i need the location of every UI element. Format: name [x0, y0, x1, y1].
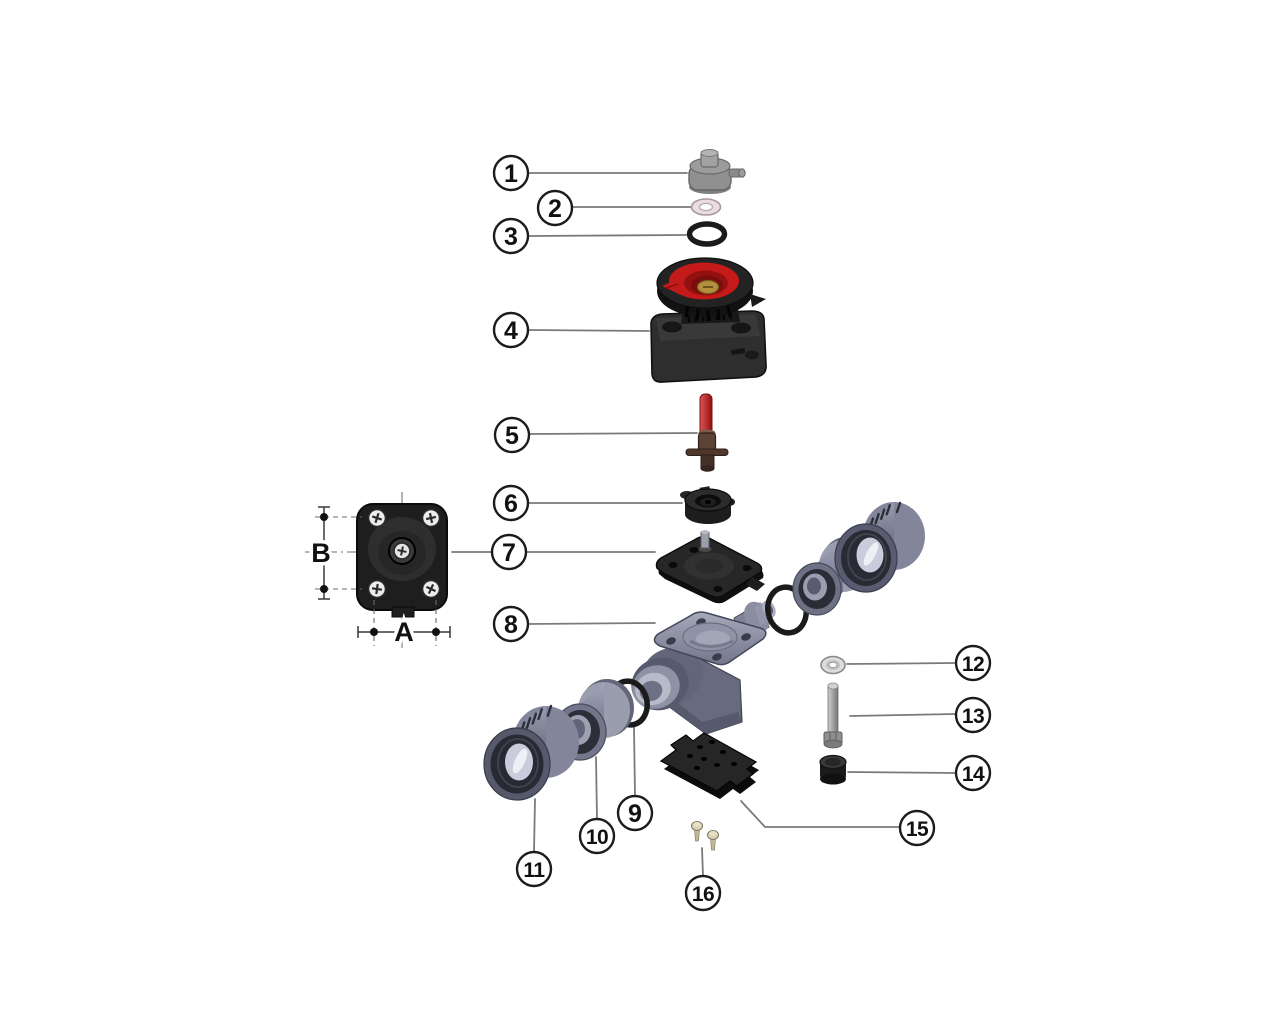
svg-text:9: 9: [628, 800, 642, 828]
corner-screw-icon: [421, 508, 441, 528]
leader-line-15: [740, 800, 900, 828]
svg-text:13: 13: [962, 705, 984, 728]
leader-lines: [451, 172, 957, 877]
svg-text:16: 16: [692, 883, 714, 906]
svg-text:4: 4: [504, 317, 518, 345]
svg-text:14: 14: [962, 763, 985, 786]
leader-line-11: [533, 798, 536, 853]
svg-text:15: 15: [906, 818, 929, 841]
callout-7: 7: [490, 533, 528, 571]
part-stem: [685, 393, 729, 472]
leader-line-5: [528, 432, 698, 435]
callout-1: 1: [492, 154, 530, 192]
part-diaphragm: [655, 530, 765, 604]
svg-text:12: 12: [962, 653, 984, 676]
callout-14: 14: [954, 754, 992, 792]
svg-text:2: 2: [548, 195, 562, 223]
diaphragm-stud: [700, 531, 710, 549]
corner-screw-icon: [367, 508, 387, 528]
callout-6: 6: [492, 484, 530, 522]
svg-text:11: 11: [523, 859, 545, 882]
callout-5: 5: [493, 416, 531, 454]
part-washer-top: [690, 198, 722, 216]
dimension-label-a: A: [394, 617, 414, 647]
bottom-tab: [391, 606, 415, 618]
leader-line-9: [633, 726, 636, 797]
callout-2: 2: [536, 189, 574, 227]
dimension-line-b: [318, 506, 330, 600]
leader-line-16: [701, 847, 704, 877]
part-handwheel-bonnet: [650, 257, 767, 383]
callout-15: 15: [898, 809, 936, 847]
leader-line-8: [527, 622, 656, 625]
leader-line-12: [846, 662, 957, 665]
dimension-dot: [432, 628, 440, 636]
callout-11: 11: [515, 850, 553, 888]
callout-8: 8: [492, 605, 530, 643]
part-screws: [691, 821, 719, 851]
corner-screw-icon: [421, 579, 441, 599]
callout-12: 12: [954, 644, 992, 682]
svg-text:8: 8: [504, 611, 518, 639]
svg-text:3: 3: [504, 223, 518, 251]
svg-text:1: 1: [504, 160, 518, 188]
dimension-dot: [320, 585, 328, 593]
callout-3: 3: [492, 217, 530, 255]
leader-line-10: [595, 756, 598, 820]
corner-screw-icon: [367, 579, 387, 599]
callout-9: 9: [616, 794, 654, 832]
svg-text:6: 6: [504, 490, 518, 518]
svg-text:7: 7: [502, 539, 516, 567]
svg-text:5: 5: [505, 422, 519, 450]
part-washer-12: [820, 655, 846, 675]
callouts: 1 2 3 4 5 6 7 8 9 10 11 12 13 14 15 16: [490, 154, 992, 912]
part-compressor: [680, 486, 735, 524]
part-union-nut-right: [834, 501, 925, 593]
center-screw-icon: [393, 542, 411, 560]
callout-10: 10: [578, 817, 616, 855]
part-protection-cap: [819, 754, 847, 785]
dimension-label-b: B: [311, 538, 331, 568]
part-mounting-plate: [659, 732, 759, 799]
part-union-nut-11: [483, 704, 579, 801]
callout-16: 16: [684, 874, 722, 912]
leader-line-14: [847, 771, 957, 774]
leader-line-13: [849, 713, 957, 717]
callout-4: 4: [492, 311, 530, 349]
leader-line-4: [527, 329, 650, 332]
callout-13: 13: [954, 696, 992, 734]
leader-line-3: [527, 234, 687, 237]
dimension-dot: [370, 628, 378, 636]
part-vent-cap: [688, 149, 746, 194]
part-o-ring-top: [686, 221, 728, 247]
part-bolt: [823, 682, 843, 749]
dimension-drawing: B A: [305, 492, 452, 651]
svg-text:10: 10: [586, 826, 608, 849]
dimension-dot: [320, 513, 328, 521]
